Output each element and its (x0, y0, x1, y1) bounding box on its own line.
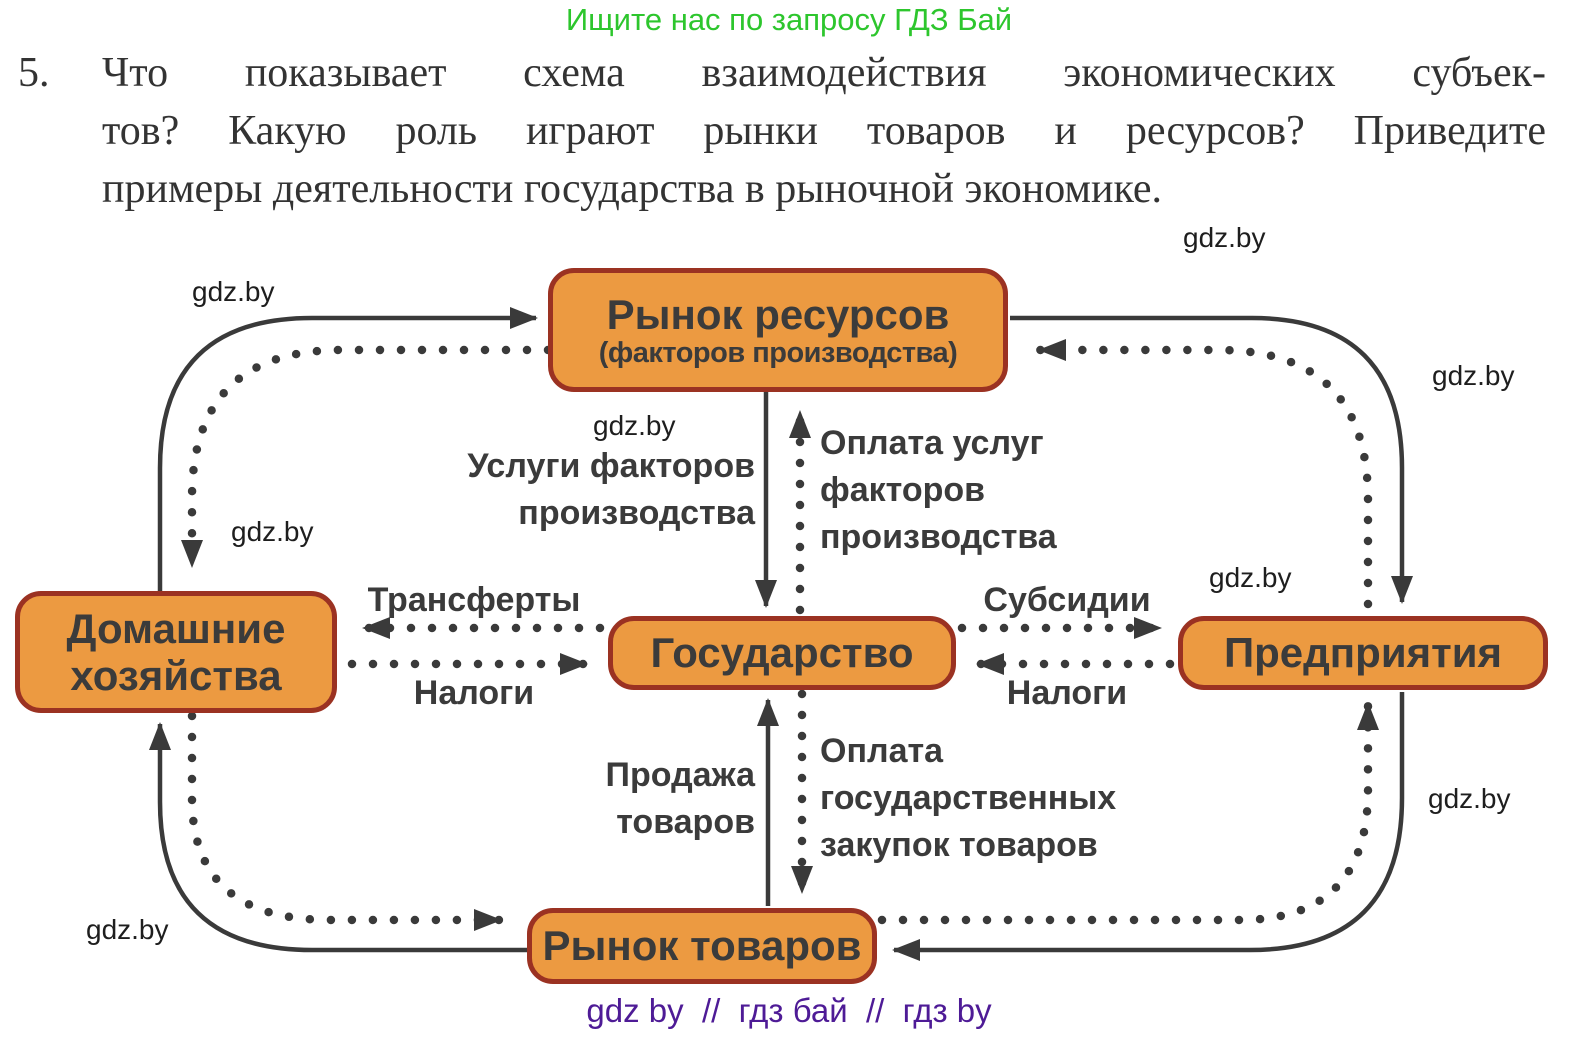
label-taxes-households: Налоги (413, 674, 535, 712)
flow-enterprises-to-resource-market-money (1035, 339, 1373, 609)
box-state: Государство (608, 616, 956, 690)
label-subsidies: Субсидии (983, 581, 1151, 619)
box-state-title: Государство (650, 629, 914, 677)
promo-banner: Ищите нас по запросу ГДЗ Бай (565, 2, 1013, 37)
watermark-gdz: gdz.by (1432, 360, 1515, 391)
watermark-gdz: gdz.by (86, 914, 169, 945)
label-gov-purchases: Оплата государственных закупок товаров (820, 732, 1117, 864)
flow-enterprises-to-goods-market (892, 692, 1405, 961)
question-line: тов? Какую роль играют рынки товаров и р… (102, 108, 1546, 154)
question-number: 5. (18, 50, 50, 96)
box-enterprises: Предприятия (1178, 616, 1548, 690)
question-line: Что показывает схема взаимодействия экон… (102, 50, 1546, 96)
flow-goods-market-to-enterprises-money (877, 699, 1379, 925)
watermark-gdz: gdz.by (231, 516, 314, 547)
box-resource-market-subtitle: (факторов производства) (598, 337, 958, 370)
label-goods-sale: Продажа товаров (605, 756, 755, 841)
watermark-gdz: gdz.by (192, 276, 275, 307)
box-households-title: Домашние хозяйства (66, 604, 286, 699)
label-transfers: Трансферты (367, 581, 581, 619)
box-resource-market-title: Рынок ресурсов (606, 291, 950, 339)
label-factor-payment: Оплата услуг факторов производства (820, 424, 1057, 556)
watermark-gdz: gdz.by (1428, 783, 1511, 814)
label-factor-services: Услуги факторов производства (467, 447, 755, 532)
watermark-gdz: gdz.by (1209, 562, 1292, 593)
flow-goods-market-to-households (149, 722, 527, 953)
question-text: Что показывает схема взаимодействия экон… (102, 44, 1546, 218)
box-households: Домашние хозяйства (15, 591, 337, 713)
watermark-gdz: gdz.by (593, 410, 676, 441)
question-block: 5. Что показывает схема взаимодействия э… (18, 44, 1546, 218)
label-taxes-enterprises: Налоги (1006, 674, 1128, 712)
footer-watermark: gdz by // гдз бай // гдз by (586, 992, 992, 1029)
flow-households-to-goods-market-money (187, 711, 505, 931)
question-line: примеры деятельности государства в рыноч… (102, 166, 1162, 212)
box-enterprises-title: Предприятия (1223, 629, 1503, 677)
watermark-gdz: gdz.by (1183, 222, 1266, 253)
box-goods-market-title: Рынок товаров (542, 922, 862, 970)
box-resource-market: Рынок ресурсов (факторов производства) (548, 268, 1008, 392)
flow-resource-market-to-households-money (181, 345, 553, 571)
flow-resource-market-to-enterprises (1010, 315, 1413, 604)
box-goods-market: Рынок товаров (527, 908, 877, 984)
flow-households-to-resource-market (157, 307, 538, 591)
